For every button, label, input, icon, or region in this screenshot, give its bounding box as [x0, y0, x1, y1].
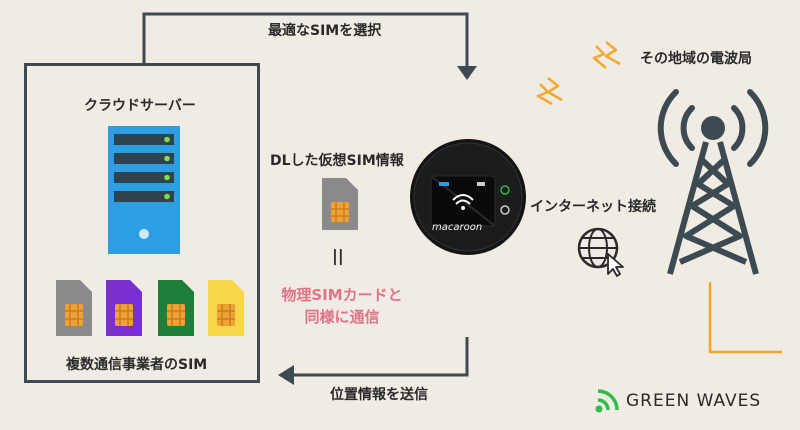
company-name: GREEN WAVES [626, 391, 762, 411]
select-sim-arrowhead [457, 66, 477, 80]
lightning-group [536, 41, 621, 106]
cloud-server-label: クラウドサーバー [84, 98, 196, 114]
virtual-sim-label: DLした仮想SIM情報 [270, 153, 404, 169]
internet-label: インターネット接続 [530, 199, 656, 215]
mobile-router-icon [410, 139, 526, 255]
sim-card-icon [158, 280, 194, 336]
physical-sim-line1: 物理SIMカードと [281, 286, 403, 304]
server-icon [108, 126, 180, 254]
cloud-server-box [24, 63, 260, 383]
send-location-label: 位置情報を送信 [330, 387, 428, 403]
carrier-sims-label: 複数通信事業者のSIM [66, 357, 208, 373]
select-sim-label: 最適なSIMを選択 [268, 23, 382, 39]
lightning-icon [536, 41, 621, 106]
sim-card-icon [106, 280, 142, 336]
tower-base-line [708, 282, 782, 354]
carrier-sims [56, 280, 244, 336]
base-station-label: その地域の電波局 [640, 51, 752, 67]
equals-sign: || [332, 246, 344, 265]
radio-tower-icon [657, 89, 769, 275]
wifi-logo-icon [595, 389, 619, 413]
device-brand-label: macaroon [432, 222, 483, 233]
globe-cursor-icon [577, 227, 624, 277]
select-sim-arrow [142, 12, 469, 68]
sim-card-icon [322, 178, 358, 230]
send-location-arrowhead [278, 365, 294, 385]
sim-card-icon [56, 280, 92, 336]
sim-card-icon [208, 280, 244, 336]
physical-sim-line2: 同様に通信 [304, 308, 380, 326]
send-location-arrow [292, 337, 469, 377]
